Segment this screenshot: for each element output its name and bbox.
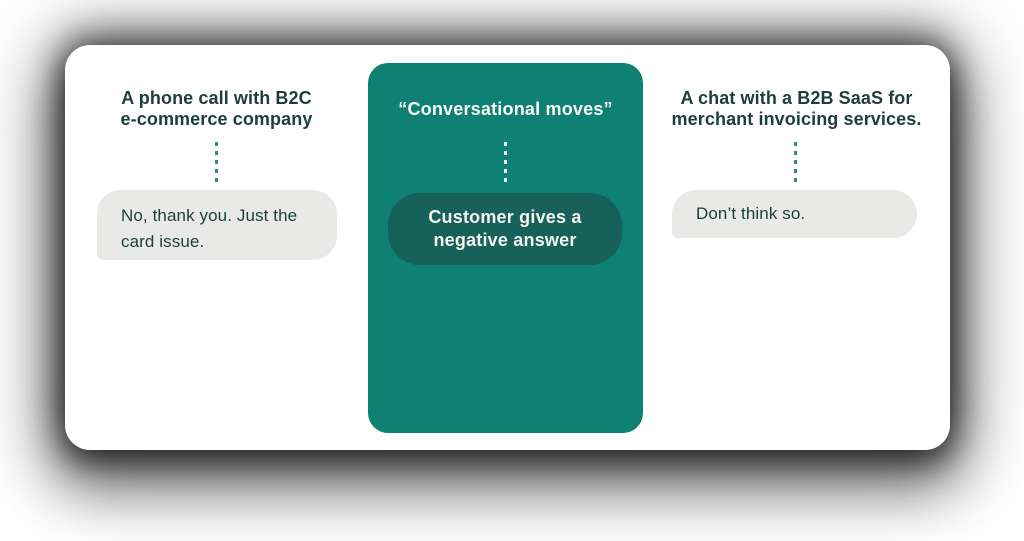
conversational-moves-card: “Conversational moves” Customer gives a … bbox=[368, 63, 643, 433]
bubble-line: No, thank you. Just the bbox=[121, 206, 298, 225]
heading-line: merchant invoicing services. bbox=[671, 109, 922, 129]
heading-line: A phone call with B2C bbox=[121, 88, 312, 108]
card-heading-conversational-moves: “Conversational moves” bbox=[398, 99, 613, 119]
negative-answer-pill: Customer gives a negative answer bbox=[388, 193, 622, 265]
heading-line: A chat with a B2B SaaS for bbox=[680, 88, 913, 108]
panel-heading-phone-call-b2c: A phone call with B2C e-commerce company bbox=[65, 88, 368, 130]
bubble-line: card issue. bbox=[121, 232, 205, 251]
panel-heading-chat-b2b-saas: A chat with a B2B SaaS for merchant invo… bbox=[643, 88, 950, 130]
bubble-line: Don’t think so. bbox=[696, 204, 806, 223]
diagram-card: A phone call with B2C e-commerce company… bbox=[65, 45, 950, 450]
dotted-connector-left bbox=[215, 142, 218, 182]
pill-line: negative answer bbox=[433, 230, 577, 250]
chat-bubble-b2b: Don’t think so. bbox=[672, 190, 917, 238]
dotted-connector-right bbox=[794, 142, 797, 182]
pill-line: Customer gives a bbox=[428, 207, 582, 227]
heading-line: e-commerce company bbox=[120, 109, 313, 129]
chat-bubble-b2c: No, thank you. Just the card issue. bbox=[97, 190, 337, 260]
dotted-connector-center bbox=[504, 142, 507, 182]
